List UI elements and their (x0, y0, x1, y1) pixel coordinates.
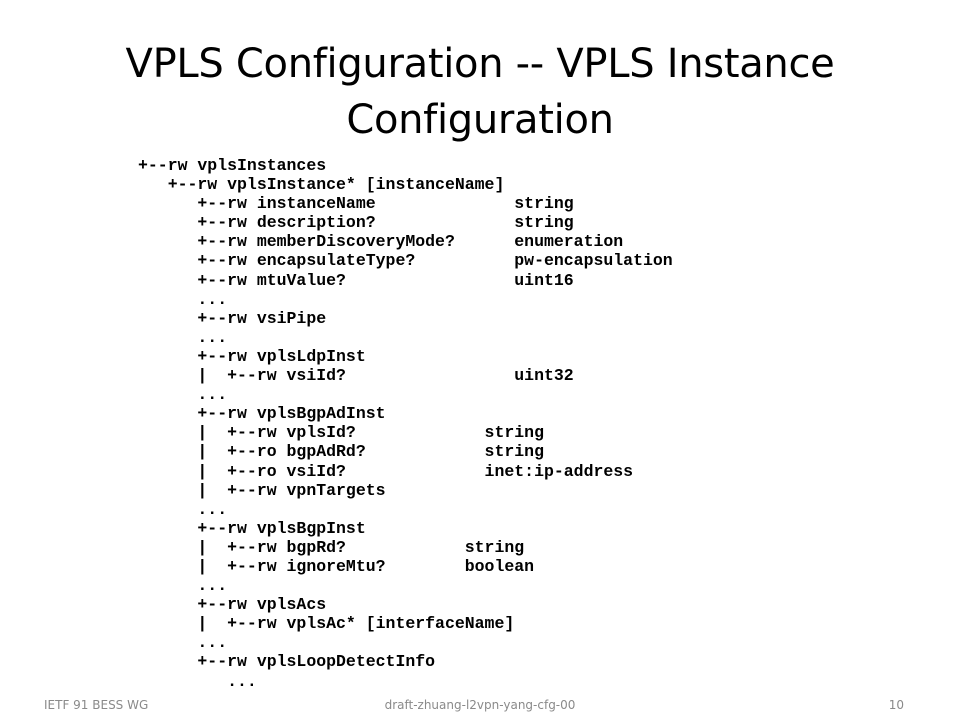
tree-line: ... (138, 289, 228, 309)
tree-line: +--rw vplsLdpInst (138, 346, 366, 366)
slide-title-line-2: Configuration (346, 97, 614, 143)
tree-line: +--rw vplsBgpInst (138, 518, 366, 538)
slide-title-line-1: VPLS Configuration -- VPLS Instance (125, 41, 835, 87)
footer-draft-name: draft-zhuang-l2vpn-yang-cfg-00 (384, 698, 576, 712)
tree-line: | +--ro bgpAdRd? string (138, 442, 544, 462)
tree-line: +--rw vplsInstances (138, 156, 327, 175)
tree-line: | +--rw vpnTargets (138, 480, 386, 500)
yang-tree-listing: +--rw vplsInstances +--rw vplsInstance* … (138, 156, 673, 691)
tree-line: ... (138, 327, 228, 347)
tree-line: +--rw description? string (138, 213, 574, 233)
tree-line: +--rw vsiPipe (138, 308, 327, 328)
tree-line: ... (138, 499, 228, 519)
tree-line: | +--rw vplsId? string (138, 423, 544, 443)
tree-line: ... (138, 671, 257, 691)
slide-title: VPLS Configuration -- VPLS Instance Conf… (40, 36, 920, 148)
tree-line: | +--rw vplsAc* [interfaceName] (138, 614, 515, 634)
tree-line: +--rw vplsBgpAdInst (138, 404, 386, 424)
tree-line: ... (138, 576, 228, 596)
footer-event: IETF 91 BESS WG (44, 698, 149, 712)
tree-line: +--rw vplsInstance* [instanceName] (138, 175, 505, 195)
footer-page-number: 10 (888, 698, 904, 712)
tree-line: +--rw instanceName string (138, 194, 574, 214)
tree-line: +--rw memberDiscoveryMode? enumeration (138, 232, 624, 252)
tree-line: +--rw vplsLoopDetectInfo (138, 652, 436, 672)
tree-line: +--rw encapsulateType? pw-encapsulation (138, 251, 673, 271)
tree-line: | +--ro vsiId? inet:ip-address (138, 461, 634, 481)
tree-line: +--rw vplsAcs (138, 595, 327, 615)
tree-line: +--rw mtuValue? uint16 (138, 270, 574, 290)
tree-line: ... (138, 385, 228, 405)
tree-line: | +--rw ignoreMtu? boolean (138, 556, 535, 576)
tree-line: | +--rw vsiId? uint32 (138, 366, 574, 386)
tree-line: | +--rw bgpRd? string (138, 537, 525, 557)
tree-line: ... (138, 633, 228, 653)
